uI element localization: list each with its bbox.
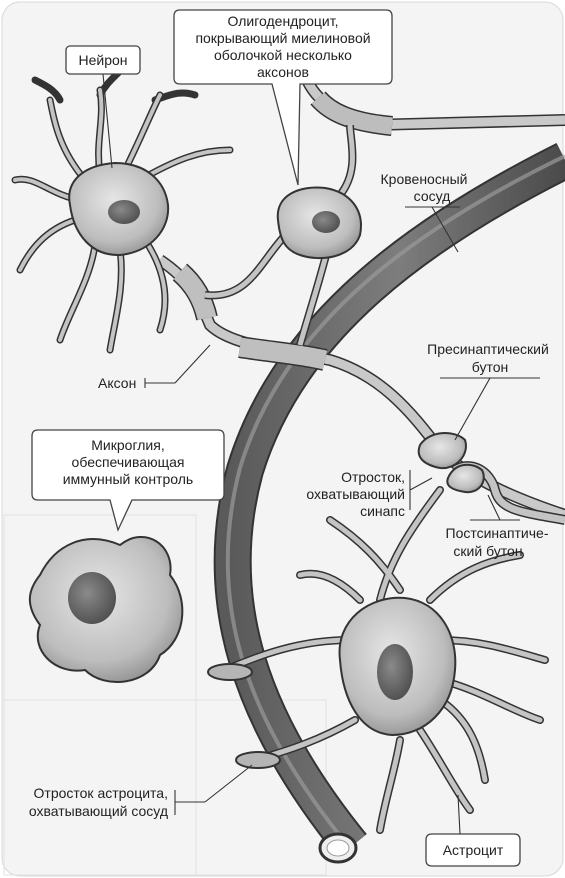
label-blood-vessel: Кровеносный сосуд (381, 171, 468, 253)
label-synapse-process-line-3: синапс (360, 503, 405, 519)
astrocyte-endfoot (207, 663, 253, 681)
label-oligodendrocyte-line-3: оболочкой несколько (214, 47, 352, 63)
label-postsynaptic-line-1: Постсинаптиче- (446, 525, 549, 541)
label-axon: Аксон (98, 344, 211, 391)
oligodendrocyte-nucleus (312, 211, 340, 233)
label-oligodendrocyte-line-1: Олигодендроцит, (227, 13, 338, 29)
astrocyte-nucleus (377, 644, 413, 700)
label-postsynaptic-line-2: ский бутон (453, 543, 522, 559)
label-astrocyte-text: Астроцит (443, 842, 504, 858)
blood-vessel (213, 143, 565, 864)
label-axon-text: Аксон (98, 375, 136, 391)
astrocyte-endfoot (235, 751, 281, 769)
oligodendrocyte-cell (276, 186, 362, 260)
label-blood-vessel-line-1: Кровеносный (381, 171, 468, 187)
label-oligodendrocyte-line-4: аксонов (257, 64, 309, 80)
label-presynaptic-line-2: бутон (472, 359, 508, 375)
label-synapse-process-line-1: Отросток, (341, 469, 405, 485)
label-neuron: Нейрон (65, 45, 141, 169)
label-microglia-line-1: Микроглия, (91, 437, 164, 453)
synapse (417, 432, 565, 525)
label-oligodendrocyte-line-2: покрывающий миелиновой (195, 30, 370, 46)
postsynaptic-bouton (446, 463, 485, 494)
microglia-nucleus (68, 572, 116, 624)
label-blood-vessel-line-2: сосуд (414, 188, 451, 204)
label-neuron-text: Нейрон (78, 52, 127, 68)
label-synapse-process: Отросток, охватывающий синапс (306, 469, 433, 519)
label-microglia-line-3: иммунный контроль (63, 471, 193, 487)
label-microglia: Микроглия, обеспечивающая иммунный контр… (31, 429, 225, 532)
label-postsynaptic: Постсинаптиче- ский бутон (446, 494, 549, 559)
neuron-nucleus (108, 200, 140, 224)
label-astrocyte-endfoot-line-1: Отросток астроцита, (34, 785, 168, 801)
label-astrocyte-endfoot-line-2: охватывающий сосуд (29, 803, 168, 819)
label-microglia-line-2: обеспечивающая (72, 454, 185, 470)
label-presynaptic: Пресинаптический бутон (427, 341, 549, 441)
label-astrocyte-endfoot: Отросток астроцита, охватывающий сосуд (29, 764, 253, 819)
presynaptic-bouton (417, 432, 467, 470)
label-astrocyte: Астроцит (425, 794, 521, 867)
label-oligodendrocyte: Олигодендроцит, покрывающий миелиновой о… (173, 9, 393, 186)
label-synapse-process-line-2: охватывающий (306, 486, 405, 502)
microglia-cell (28, 535, 184, 683)
astrocyte-cell (207, 486, 549, 834)
label-presynaptic-line-1: Пресинаптический (427, 341, 549, 357)
